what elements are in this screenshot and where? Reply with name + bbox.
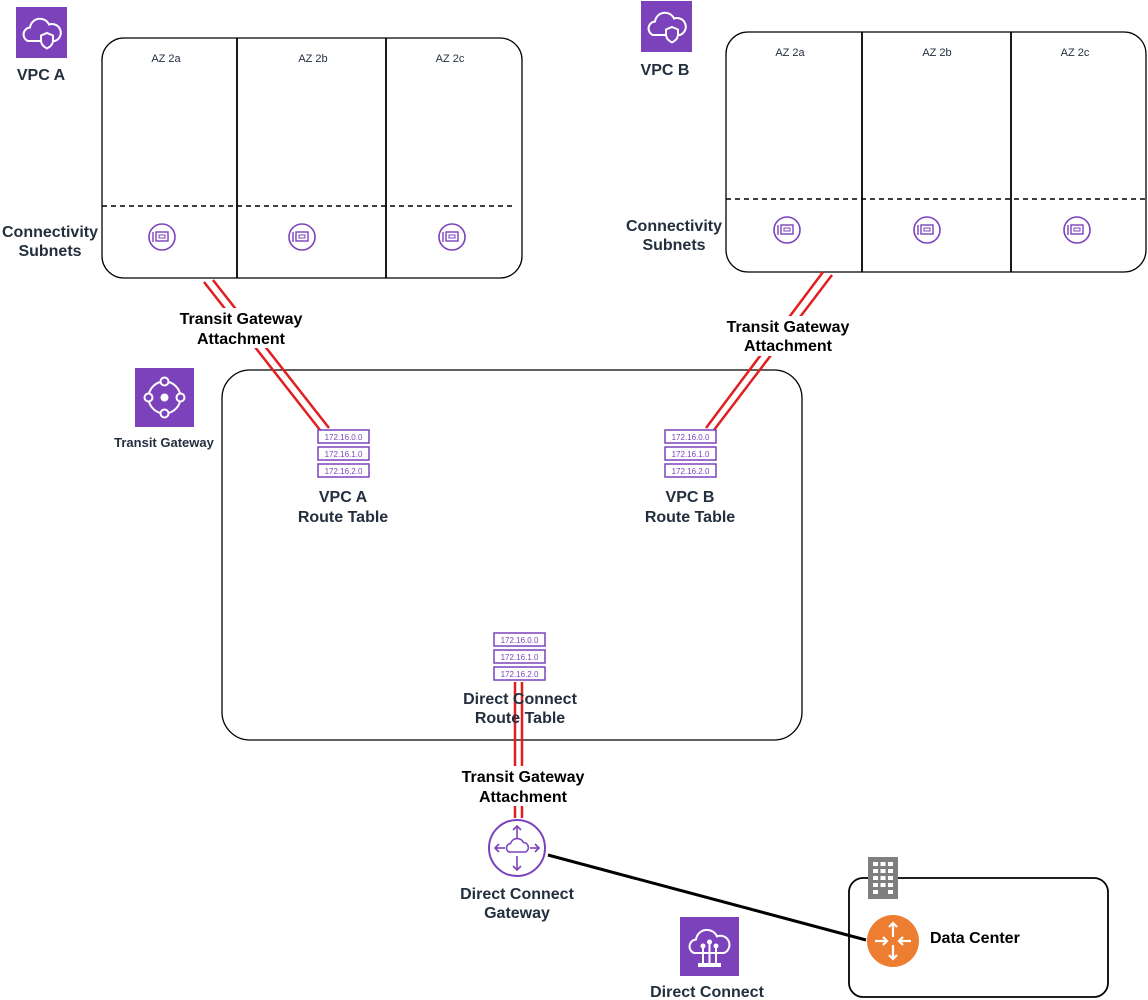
route-table-label: VPC A [319,489,368,506]
svg-text:172.16.1.0: 172.16.1.0 [325,450,363,459]
network-interface-icon [148,223,176,251]
vpc-a-subnet-label: Subnets [18,243,81,260]
data-center-container [848,877,1109,998]
direct-connect-icon [680,917,739,976]
transit-gateway-label: Transit Gateway [114,435,214,450]
route-table-label: Route Table [298,509,388,526]
route-table-icon: 172.16.0.0 172.16.1.0 172.16.2.0 [493,632,546,681]
svg-text:172.16.0.0: 172.16.0.0 [325,433,363,442]
vpc-b-label: VPC B [641,62,690,79]
vpc-b-group: AZ 2a AZ 2b AZ 2c [725,31,1147,273]
network-interface-icon [288,223,316,251]
attachment-label-dx: Transit Gateway Attachment [454,766,592,806]
data-center-label: Data Center [930,930,1020,947]
vpc-a-az-label: AZ 2b [298,53,327,65]
svg-text:172.16.2.0: 172.16.2.0 [672,467,710,476]
dx-gateway-label: Gateway [484,905,550,922]
vpc-b-subnet-label: Connectivity [626,218,722,235]
vpc-b-az-label: AZ 2b [922,47,951,59]
vpc-a-az-label: AZ 2a [151,53,181,65]
route-table-label: Direct Connect [463,691,577,708]
vpc-a-az-label: AZ 2c [436,53,465,65]
route-table-icon: 172.16.0.0 172.16.1.0 172.16.2.0 [317,429,370,478]
router-icon [867,915,919,967]
dx-gateway-label: Direct Connect [460,886,574,903]
tgw-attachment-link-vpc-a [203,279,330,431]
network-interface-icon [913,216,941,244]
vpc-b-container [725,31,1147,273]
route-table-label: Route Table [475,710,565,727]
svg-text:Attachment: Attachment [744,338,833,355]
direct-connect-label: Direct Connect [650,984,764,1000]
network-interface-icon [773,216,801,244]
vpc-a-container [101,37,523,279]
route-table-label: Route Table [645,509,735,526]
vpc-b-subnet-label: Subnets [642,237,705,254]
route-table-icon: 172.16.0.0 172.16.1.0 172.16.2.0 [664,429,717,478]
attachment-label-vpc-a: Transit Gateway Attachment [172,308,310,348]
network-interface-icon [1063,216,1091,244]
svg-text:172.16.0.0: 172.16.0.0 [501,636,539,645]
svg-text:172.16.0.0: 172.16.0.0 [672,433,710,442]
corporate-building-icon [868,857,898,899]
svg-text:Attachment: Attachment [197,331,286,348]
vpc-icon [641,1,692,52]
direct-connect-link [547,853,867,942]
vpc-b-az-label: AZ 2a [775,47,805,59]
vpc-a-group: AZ 2a AZ 2b AZ 2c [101,37,523,279]
route-table-label: VPC B [666,489,715,506]
svg-text:172.16.1.0: 172.16.1.0 [501,653,539,662]
direct-connect-gateway-icon [488,819,546,877]
svg-text:Transit Gateway: Transit Gateway [462,769,585,786]
svg-text:172.16.2.0: 172.16.2.0 [501,670,539,679]
vpc-b-az-label: AZ 2c [1061,47,1090,59]
transit-gateway-container [221,369,803,741]
vpc-a-label: VPC A [17,67,66,84]
svg-text:172.16.2.0: 172.16.2.0 [325,467,363,476]
transit-gateway-icon [135,368,194,427]
svg-text:172.16.1.0: 172.16.1.0 [672,450,710,459]
svg-text:Transit Gateway: Transit Gateway [180,311,303,328]
vpc-icon [16,7,67,58]
attachment-label-vpc-b: Transit Gateway Attachment [719,316,857,356]
svg-text:Attachment: Attachment [479,789,568,806]
svg-text:Transit Gateway: Transit Gateway [727,319,850,336]
vpc-a-subnet-label: Connectivity [2,224,98,241]
network-interface-icon [438,223,466,251]
